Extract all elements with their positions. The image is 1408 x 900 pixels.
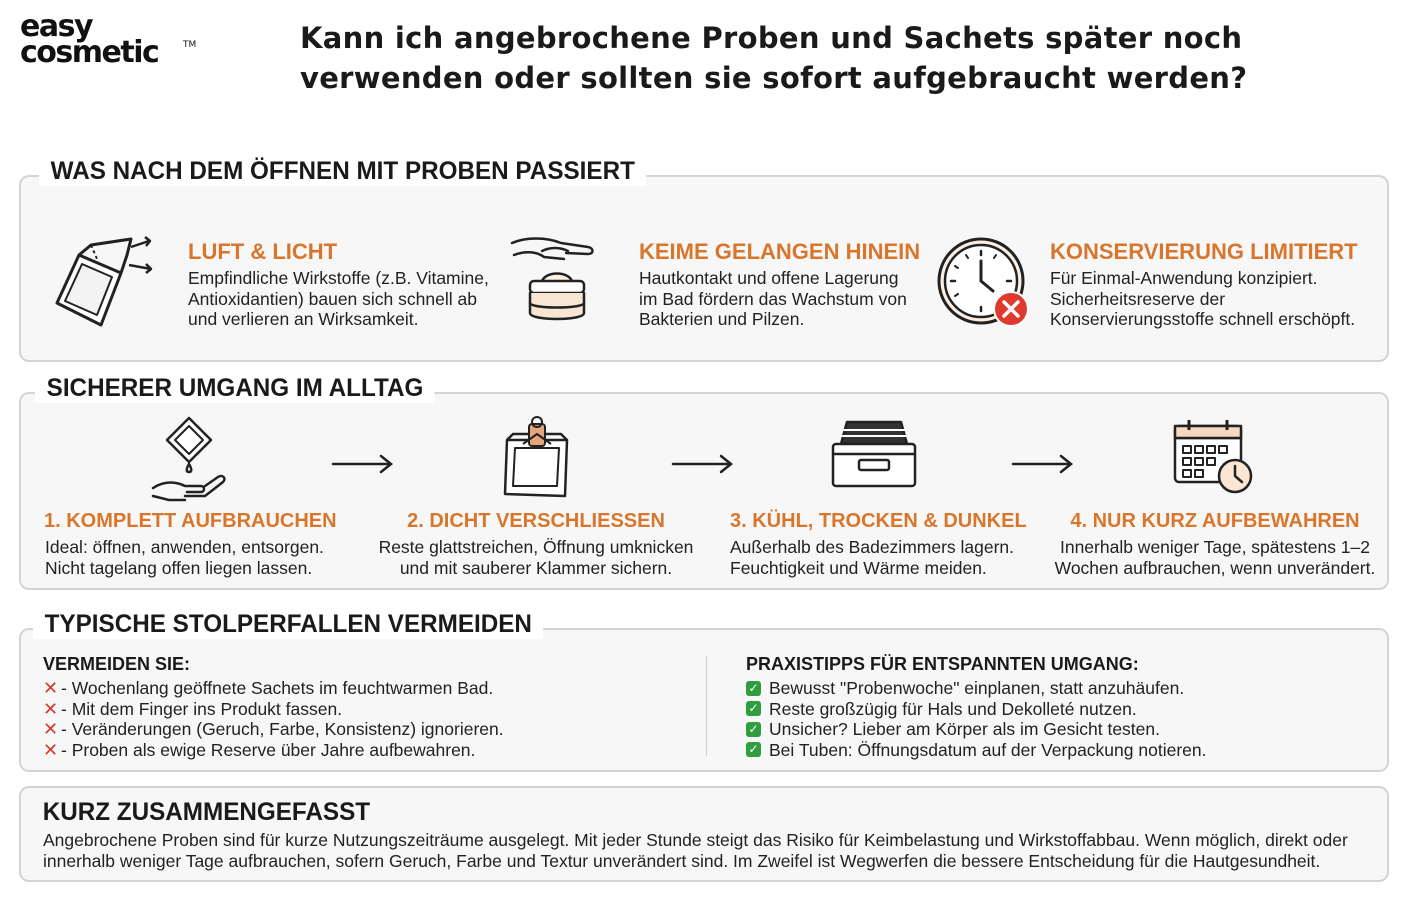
item-germs-line-2: im Bad fördern das Wachstum von	[639, 288, 907, 309]
step-3-text: Außerhalb des Badezimmers lagern. Feucht…	[730, 537, 1014, 578]
section-pitfalls-heading: TYPISCHE STOLPERFALLEN VERMEIDEN	[33, 610, 544, 639]
step-2-text: Reste glattstreichen, Öffnung umknicken …	[371, 537, 701, 578]
tips-heading: PRAXISTIPPS FÜR ENTSPANNTEN UMGANG:	[746, 654, 1139, 674]
item-preservation-line-3: Konservierungsstoffe schnell erschöpft.	[1050, 309, 1356, 329]
item-air-light-text: Empfindliche Wirkstoffe (z.B. Vitamine, …	[188, 268, 489, 330]
logo-trademark: TM	[183, 40, 197, 50]
tips-list: ✓ Bewusst "Probenwoche" einplanen, statt …	[746, 678, 1206, 760]
list-item: ✕- Wochenlang geöffnete Sachets im feuch…	[43, 678, 504, 699]
list-item: ✓ Unsicher? Lieber am Körper als im Gesic…	[746, 719, 1206, 740]
logo-line-2: cosmetic	[20, 34, 160, 70]
list-item: ✕- Mit dem Finger ins Produkt fassen.	[43, 699, 504, 720]
section-safe-handling-heading: SICHERER UMGANG IM ALLTAG	[35, 374, 436, 403]
page-title-line-2: verwenden oder sollten sie sofort aufgeb…	[300, 61, 1248, 95]
item-preservation-text: Für Einmal-Anwendung konzipiert. Sicherh…	[1050, 268, 1355, 330]
step-3-heading: 3. KÜHL, TROCKEN & DUNKEL	[730, 510, 1027, 532]
arrow-right-icon	[1011, 454, 1074, 474]
item-germs-text: Hautkontakt und offene Lagerung im Bad f…	[639, 268, 907, 330]
checkmark-icon: ✓	[746, 680, 761, 696]
clipped-sachet-icon	[503, 416, 569, 498]
step-1-heading: 1. KOMPLETT AUFBRAUCHEN	[44, 510, 337, 532]
list-item: ✕- Veränderungen (Geruch, Farbe, Konsist…	[43, 719, 504, 740]
step-4-heading: 4. NUR KURZ AUFBEWAHREN	[1070, 510, 1360, 532]
avoid-heading: VERMEIDEN SIE:	[43, 654, 191, 674]
item-germs-line-3: Bakterien und Pilzen.	[639, 309, 805, 329]
step-2-line-2: und mit sauberer Klammer sichern.	[399, 557, 673, 578]
step-1-line-2: Nicht tagelang offen liegen lassen.	[45, 557, 313, 578]
avoid-item-text: - Proben als ewige Reserve über Jahre au…	[61, 739, 476, 760]
step-4-text: Innerhalb weniger Tage, spätestens 1–2 W…	[1045, 537, 1385, 578]
step-4-line-2: Wochen aufbrauchen, wenn unverändert.	[1054, 557, 1376, 578]
page-title-line-1: Kann ich angebrochene Proben und Sachets…	[300, 21, 1243, 55]
avoid-item-text: - Wochenlang geöffnete Sachets im feucht…	[61, 678, 494, 698]
checkmark-icon: ✓	[746, 742, 761, 758]
cross-icon: ✕	[43, 698, 59, 719]
item-preservation-line-1: Für Einmal-Anwendung konzipiert.	[1050, 268, 1318, 288]
item-air-light-line-1: Empfindliche Wirkstoffe (z.B. Vitamine,	[188, 268, 489, 288]
cross-icon: ✕	[43, 678, 59, 698]
item-germs-heading: KEIME GELANGEN HINEIN	[639, 239, 921, 264]
step-3-line-2: Feuchtigkeit und Wärme meiden.	[730, 557, 987, 578]
list-item: ✓ Bei Tuben: Öffnungsdatum auf der Verpac…	[746, 740, 1206, 761]
step-1-line-1: Ideal: öffnen, anwenden, entsorgen.	[45, 537, 324, 557]
tip-item-text: Unsicher? Lieber am Körper als im Gesich…	[769, 719, 1160, 739]
step-2-heading: 2. DICHT VERSCHLIESSEN	[407, 510, 665, 532]
avoid-item-text: - Mit dem Finger ins Produkt fassen.	[61, 698, 343, 719]
list-item: ✓ Bewusst "Probenwoche" einplanen, statt …	[746, 678, 1206, 699]
logo-line-1: easy	[20, 9, 94, 44]
tip-item-text: Reste großzügig für Hals und Dekolleté n…	[769, 698, 1137, 719]
tip-item-text: Bewusst "Probenwoche" einplanen, statt a…	[769, 678, 1185, 698]
arrow-right-icon	[331, 454, 394, 474]
storage-box-icon	[831, 420, 917, 488]
section-after-opening: WAS NACH DEM ÖFFNEN MIT PROBEN PASSIERT …	[19, 157, 1389, 362]
easycosmetic-logo: easy cosmetic TM	[20, 9, 196, 70]
summary-text: Angebrochene Proben sind für kurze Nutzu…	[43, 830, 1348, 871]
item-preservation-heading: KONSERVIERUNG LIMITIERT	[1050, 239, 1358, 264]
section-safe-handling: SICHERER UMGANG IM ALLTAG	[19, 374, 1389, 590]
checkmark-icon: ✓	[746, 701, 761, 717]
item-air-light-line-3: und verlieren an Wirksamkeit.	[188, 309, 419, 329]
tip-item-text: Bei Tuben: Öffnungsdatum auf der Verpack…	[769, 739, 1207, 760]
section-pitfalls: TYPISCHE STOLPERFALLEN VERMEIDEN VERMEID…	[19, 610, 1389, 772]
clock-expired-icon	[937, 237, 1029, 327]
avoid-item-text: - Veränderungen (Geruch, Farbe, Konsiste…	[61, 719, 504, 739]
item-germs-line-1: Hautkontakt und offene Lagerung	[639, 268, 899, 288]
column-divider	[706, 656, 707, 756]
step-1-text: Ideal: öffnen, anwenden, entsorgen. Nich…	[45, 537, 324, 578]
section-after-opening-heading: WAS NACH DEM ÖFFNEN MIT PROBEN PASSIERT	[39, 157, 647, 186]
list-item: ✓ Reste großzügig für Hals und Dekolleté …	[746, 699, 1206, 720]
cross-icon: ✕	[43, 719, 59, 739]
item-air-light-line-2: Antioxidantien) bauen sich schnell ab	[188, 288, 477, 309]
item-preservation-line-2: Sicherheitsreserve der	[1050, 288, 1226, 309]
step-2-line-1: Reste glattstreichen, Öffnung umknicken	[378, 537, 694, 557]
step-4-line-1: Innerhalb weniger Tage, spätestens 1–2	[1059, 537, 1371, 557]
cross-icon: ✕	[43, 739, 59, 760]
avoid-list: ✕- Wochenlang geöffnete Sachets im feuch…	[43, 678, 504, 760]
list-item: ✕- Proben als ewige Reserve über Jahre a…	[43, 740, 504, 761]
arrow-right-icon	[671, 454, 734, 474]
step-3-line-1: Außerhalb des Badezimmers lagern.	[730, 537, 1015, 557]
hand-over-jar-icon	[510, 237, 594, 321]
page-title: Kann ich angebrochene Proben und Sachets…	[300, 18, 1248, 98]
checkmark-icon: ✓	[746, 721, 761, 737]
calendar-clock-icon	[1173, 420, 1253, 494]
section-summary: KURZ ZUSAMMENGEFASST Angebrochene Proben…	[19, 786, 1389, 882]
hand-with-sachet-icon	[151, 416, 226, 502]
item-air-light-heading: LUFT & LICHT	[188, 239, 338, 264]
open-sachet-icon	[55, 236, 153, 327]
section-summary-heading: KURZ ZUSAMMENGEFASST	[42, 798, 371, 826]
